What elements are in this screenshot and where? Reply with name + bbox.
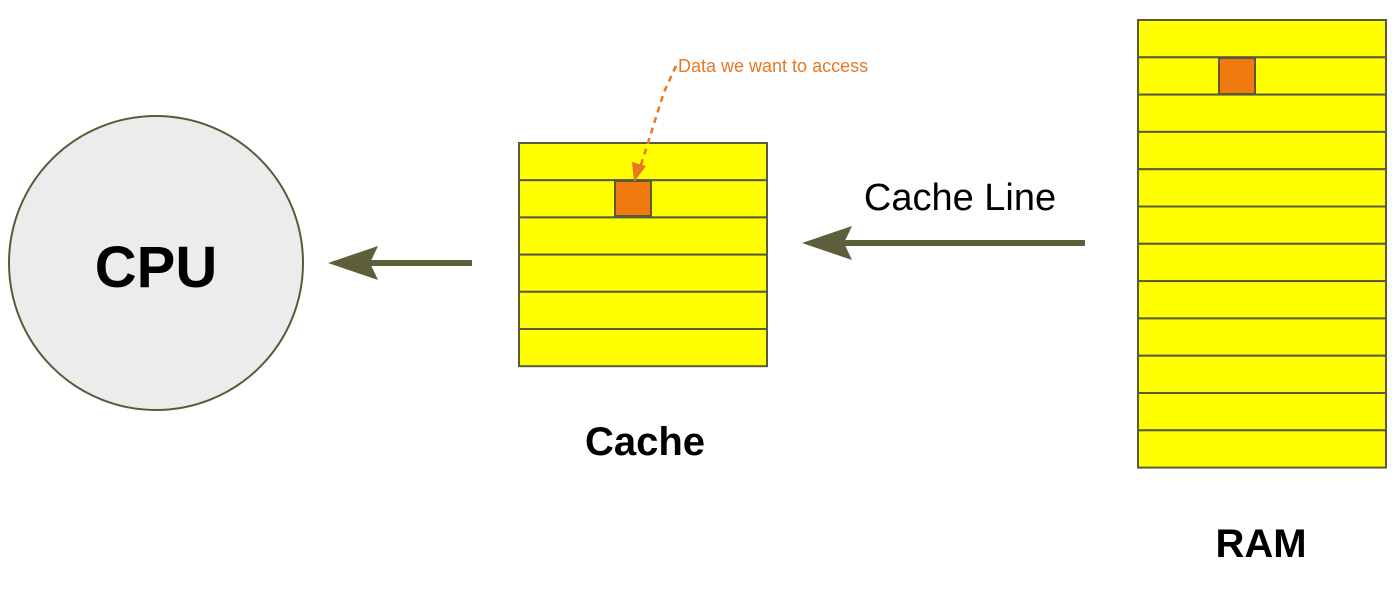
ram-row xyxy=(1137,354,1387,395)
annotation-arrow-head xyxy=(632,162,646,182)
ram-row xyxy=(1137,168,1387,208)
ram-row xyxy=(1137,242,1387,283)
ram-target-cell xyxy=(1218,57,1256,95)
cache-row xyxy=(518,253,768,293)
cache-label: Cache xyxy=(585,420,705,464)
annotation: Data we want to access xyxy=(632,56,868,182)
arrow-head xyxy=(802,226,852,260)
ram-row xyxy=(1137,429,1387,469)
ram-row xyxy=(1137,205,1387,245)
ram-row xyxy=(1137,317,1387,357)
ram-row xyxy=(1137,93,1387,133)
ram-block xyxy=(1137,19,1387,469)
ram-row xyxy=(1137,280,1387,320)
annotation-text: Data we want to access xyxy=(678,56,868,76)
cpu-node: CPU xyxy=(8,115,304,411)
arrow-ram-to-cache xyxy=(802,226,1085,260)
ram-label: RAM xyxy=(1215,522,1306,566)
cpu-label: CPU xyxy=(95,235,217,300)
annotation-arrow-line xyxy=(638,65,678,169)
cpu-circle xyxy=(8,115,304,411)
ram-row xyxy=(1137,392,1387,432)
cache-row xyxy=(518,216,768,256)
arrow-head xyxy=(328,246,378,280)
ram-row xyxy=(1137,130,1387,171)
cache-block xyxy=(518,142,768,368)
ram-row xyxy=(1137,56,1387,96)
cache-row xyxy=(518,290,768,330)
cache-row xyxy=(518,328,768,368)
cache-line-label: Cache Line xyxy=(864,177,1056,219)
ram-row xyxy=(1137,19,1387,59)
arrow-cache-to-cpu xyxy=(328,246,472,280)
cache-target-cell xyxy=(614,180,652,217)
